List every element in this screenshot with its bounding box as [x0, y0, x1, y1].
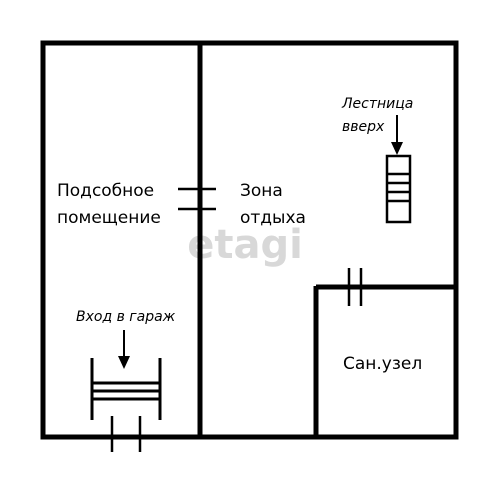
stairs-label-1: Лестница — [341, 96, 413, 112]
room-label-bathroom: Сан.узел — [343, 354, 422, 374]
door-garage — [110, 416, 142, 452]
stairs-label-2: вверх — [342, 119, 385, 135]
room-label-lounge-2: отдыха — [240, 208, 306, 228]
door-bathroom — [347, 268, 363, 306]
outer-wall — [40, 40, 459, 440]
stairs-up — [385, 154, 412, 224]
arrow-down-icon — [118, 330, 130, 369]
room-label-utility-1: Подсобное — [57, 181, 154, 201]
door-partition — [178, 187, 216, 211]
garage-stairs — [90, 358, 162, 420]
watermark: etagi — [187, 222, 303, 268]
arrow-down-icon — [391, 115, 403, 155]
room-label-lounge-1: Зона — [240, 181, 283, 201]
garage-entry-label: Вход в гараж — [76, 309, 176, 325]
room-label-utility-2: помещение — [57, 208, 161, 228]
